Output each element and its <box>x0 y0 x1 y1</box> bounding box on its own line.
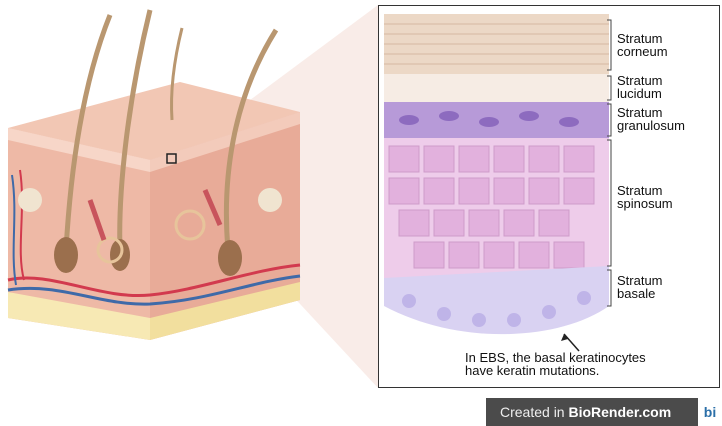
label-stratum-corneum: Stratum corneum <box>617 32 668 58</box>
label-stratum-basale: Stratum basale <box>617 274 663 300</box>
label-stratum-lucidum: Stratum lucidum <box>617 74 663 100</box>
label-stratum-spinosum: Stratum spinosum <box>617 184 673 210</box>
credit-brand: BioRender.com <box>568 404 671 420</box>
caption-arrow <box>564 334 579 351</box>
epidermis-detail-panel: Stratum corneum Stratum lucidum Stratum … <box>378 5 720 388</box>
label-stratum-granulosum: Stratum granulosum <box>617 106 685 132</box>
biorender-logo: bi <box>698 398 722 426</box>
credit-prefix: Created in <box>500 404 568 420</box>
sebaceous-gland <box>18 188 42 212</box>
stratum-lucidum-layer <box>384 74 609 102</box>
sebaceous-gland <box>258 188 282 212</box>
hair-follicle <box>218 240 242 276</box>
biorender-credit-bar[interactable]: Created in BioRender.com bi <box>486 398 722 426</box>
stratum-basale-layer <box>384 266 609 334</box>
hair-follicle <box>54 237 78 273</box>
ebs-caption: In EBS, the basal keratinocytes have ker… <box>465 351 715 377</box>
